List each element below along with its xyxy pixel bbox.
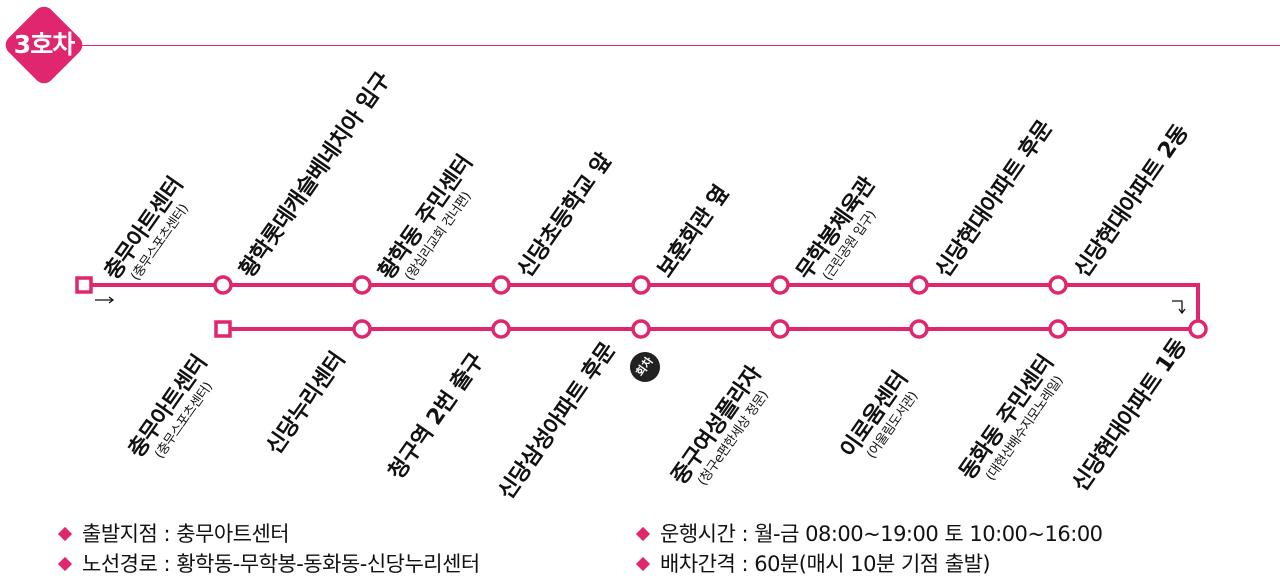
turn-arrow-down xyxy=(1172,300,1186,315)
stop-outbound xyxy=(631,275,651,295)
stop-outbound xyxy=(352,275,372,295)
stop-inbound xyxy=(352,319,372,339)
outbound-line xyxy=(84,283,1200,329)
stop-outbound xyxy=(909,275,929,295)
stop-inbound xyxy=(631,319,651,339)
stop-start-outbound xyxy=(75,276,93,294)
stop-outbound xyxy=(491,275,511,295)
diamond-bullet-icon xyxy=(57,526,73,542)
info-interval-text: 배차간격 : 60분(매시 10분 기점 출발) xyxy=(660,552,991,576)
info-interval: 배차간격 : 60분(매시 10분 기점 출발) xyxy=(635,550,991,578)
stop-outbound xyxy=(213,275,233,295)
stop-inbound xyxy=(770,319,790,339)
route-name: 3호차 xyxy=(13,30,75,59)
diamond-bullet-icon xyxy=(57,556,73,572)
stop-outbound xyxy=(1048,275,1068,295)
direction-arrow-right xyxy=(95,296,115,304)
info-start-point: 출발지점 : 충무아트센터 xyxy=(57,520,290,548)
diamond-bullet-icon xyxy=(635,526,651,542)
stop-inbound xyxy=(491,319,511,339)
stop-inbound xyxy=(909,319,929,339)
diamond-bullet-icon xyxy=(635,556,651,572)
header-rule xyxy=(80,45,1280,46)
info-route: 노선경로 : 황학동-무학봉-동화동-신당누리센터 xyxy=(57,550,480,578)
info-route-text: 노선경로 : 황학동-무학봉-동화동-신당누리센터 xyxy=(82,552,480,576)
stop-inbound xyxy=(1188,319,1208,339)
stop-outbound xyxy=(770,275,790,295)
info-hours: 운행시간 : 월-금 08:00~19:00 토 10:00~16:00 xyxy=(635,520,1103,548)
route-badge: 3호차 xyxy=(1,2,87,88)
info-hours-text: 운행시간 : 월-금 08:00~19:00 토 10:00~16:00 xyxy=(660,522,1103,546)
stop-end-inbound xyxy=(214,320,232,338)
info-start-text: 출발지점 : 충무아트센터 xyxy=(82,522,290,546)
stop-inbound xyxy=(1048,319,1068,339)
